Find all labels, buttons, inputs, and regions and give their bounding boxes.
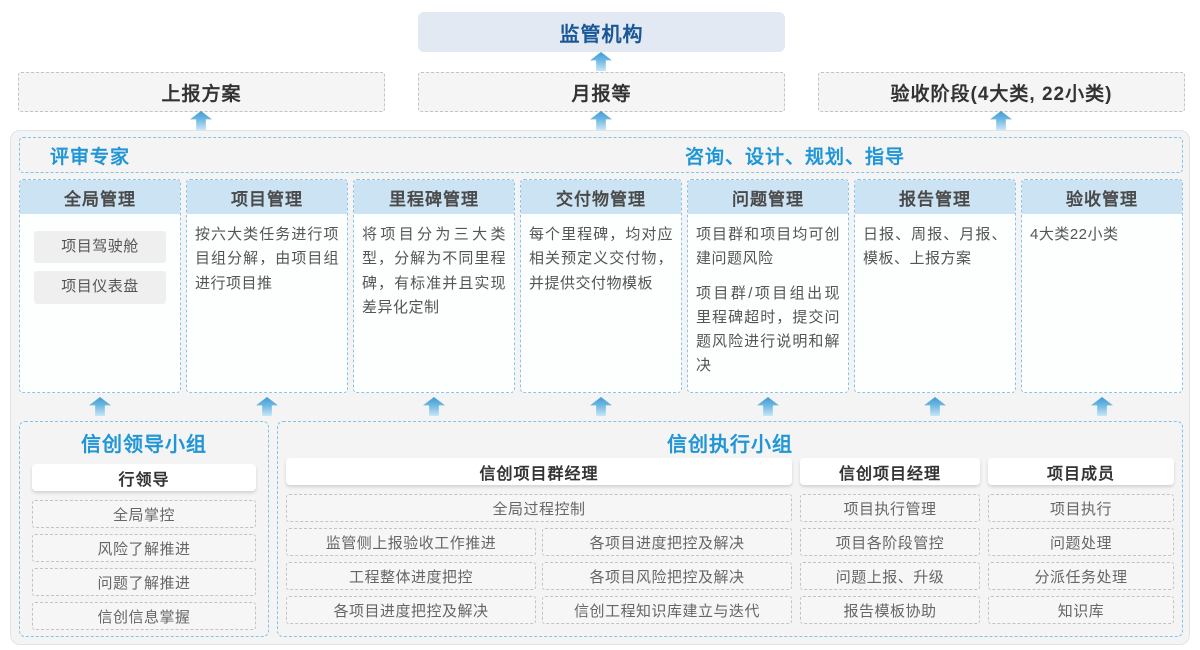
pgm-item: 各项目风险把控及解决: [542, 562, 792, 590]
up-arrow-icon: [256, 397, 278, 416]
up-arrow-icon: [1091, 397, 1113, 416]
main-panel: 评审专家 咨询、设计、规划、指导 全局管理 项目驾驶舱 项目仪表盘 项目管理 按…: [10, 130, 1190, 645]
column-body: 项目驾驶舱 项目仪表盘: [20, 214, 180, 392]
program-manager-column: 信创项目群经理 全局过程控制 监管侧上报验收工作推进 工程整体进度把控 各项目进…: [286, 458, 792, 636]
up-arrow-icon: [757, 397, 779, 416]
pgm-item: 信创工程知识库建立与迭代: [542, 596, 792, 624]
role-program-manager: 信创项目群经理: [286, 458, 792, 485]
pgm-item: 工程整体进度把控: [286, 562, 536, 590]
arrow-cell: [19, 397, 181, 417]
pgm-item: 各项目进度把控及解决: [542, 528, 792, 556]
up-arrow-icon: [423, 397, 445, 416]
column-title: 问题管理: [688, 180, 848, 214]
up-arrow-icon: [89, 397, 111, 416]
column-body: 将项目分为三大类型，分解为不同里程碑，有标准并且实现差异化定制: [354, 214, 514, 392]
report-plan-label: 上报方案: [161, 83, 242, 105]
column-paragraph: 每个里程碑，均对应相关预定义交付物，并提供交付物模板: [529, 226, 673, 292]
column-body: 按六大类任务进行项目组分解，由项目组进行项目推: [187, 214, 347, 392]
column-title: 里程碑管理: [354, 180, 514, 214]
column-paragraph: 日报、周报、月报、模板、上报方案: [863, 226, 1007, 268]
pgm-item-grid: 监管侧上报验收工作推进 工程整体进度把控 各项目进度把控及解决 各项目进度把控及…: [286, 528, 792, 624]
leader-item: 问题了解推进: [32, 568, 256, 596]
column-title: 报告管理: [855, 180, 1015, 214]
up-arrow-icon: [924, 397, 946, 416]
column-body: 4大类22小类: [1022, 214, 1182, 392]
acceptance-stage-label: 验收阶段(4大类, 22小类): [890, 83, 1113, 105]
column-deliverable-management: 交付物管理 每个里程碑，均对应相关预定义交付物，并提供交付物模板: [520, 179, 682, 393]
column-body: 项目群和项目均可创建问题风险 项目群/项目组出现里程碑超时，提交问题风险进行说明…: [688, 214, 848, 392]
arrow-cell: [186, 397, 348, 417]
experts-header-bar: 评审专家 咨询、设计、规划、指导: [19, 137, 1183, 173]
arrow-cell: [520, 397, 682, 417]
leader-group: 信创领导小组 行领导 全局掌控 风险了解推进 问题了解推进 信创信息掌握: [19, 421, 269, 637]
monthly-report-box: 月报等: [418, 72, 785, 112]
regulator-box: 监管机构: [418, 12, 785, 52]
regulator-label: 监管机构: [559, 23, 644, 46]
column-arrows-row: [19, 397, 1183, 417]
leader-item: 信创信息掌握: [32, 602, 256, 630]
consulting-design-label: 咨询、设计、规划、指导: [684, 146, 905, 168]
pm-item: 项目执行管理: [800, 494, 980, 522]
up-arrow-icon: [990, 111, 1012, 130]
column-milestone-management: 里程碑管理 将项目分为三大类型，分解为不同里程碑，有标准并且实现差异化定制: [353, 179, 515, 393]
column-issue-management: 问题管理 项目群和项目均可创建问题风险 项目群/项目组出现里程碑超时，提交问题风…: [687, 179, 849, 393]
leader-group-title: 信创领导小组: [81, 433, 207, 456]
member-item: 项目执行: [988, 494, 1174, 522]
column-report-management: 报告管理 日报、周报、月报、模板、上报方案: [854, 179, 1016, 393]
monthly-report-label: 月报等: [571, 83, 632, 105]
pgm-item: 各项目进度把控及解决: [286, 596, 536, 624]
column-acceptance-management: 验收管理 4大类22小类: [1021, 179, 1183, 393]
column-project-management: 项目管理 按六大类任务进行项目组分解，由项目组进行项目推: [186, 179, 348, 393]
pm-item: 项目各阶段管控: [800, 528, 980, 556]
arrow-cell: [854, 397, 1016, 417]
member-item: 分派任务处理: [988, 562, 1174, 590]
column-title: 验收管理: [1022, 180, 1182, 214]
arrow-cell: [353, 397, 515, 417]
column-global-management: 全局管理 项目驾驶舱 项目仪表盘: [19, 179, 181, 393]
role-project-manager: 信创项目经理: [800, 458, 980, 485]
up-arrow-icon: [190, 111, 212, 130]
up-arrow-icon: [590, 52, 612, 71]
role-project-member: 项目成员: [988, 458, 1174, 485]
column-title: 项目管理: [187, 180, 347, 214]
report-plan-box: 上报方案: [18, 72, 385, 112]
project-manager-column: 信创项目经理 项目执行管理 项目各阶段管控 问题上报、升级 报告模板协助: [800, 458, 980, 636]
arrow-cell: [1021, 397, 1183, 417]
chip-project-dashboard: 项目仪表盘: [34, 271, 166, 304]
execution-columns: 信创项目群经理 全局过程控制 监管侧上报验收工作推进 工程整体进度把控 各项目进…: [286, 458, 1174, 636]
review-experts-label: 评审专家: [50, 146, 131, 168]
up-arrow-icon: [590, 111, 612, 130]
column-title: 交付物管理: [521, 180, 681, 214]
chip-project-cockpit: 项目驾驶舱: [34, 231, 166, 264]
role-bank-leaders: 行领导: [32, 464, 256, 491]
leader-item: 风险了解推进: [32, 534, 256, 562]
capability-columns: 全局管理 项目驾驶舱 项目仪表盘 项目管理 按六大类任务进行项目组分解，由项目组…: [19, 179, 1183, 393]
acceptance-stage-box: 验收阶段(4大类, 22小类): [818, 72, 1185, 112]
column-body: 每个里程碑，均对应相关预定义交付物，并提供交付物模板: [521, 214, 681, 392]
pgm-item-full: 全局过程控制: [286, 494, 792, 522]
column-paragraph: 项目群和项目均可创建问题风险: [696, 226, 840, 268]
up-arrow-icon: [590, 397, 612, 416]
execution-group: 信创执行小组 信创项目群经理 全局过程控制 监管侧上报验收工作推进 工程整体进度…: [277, 421, 1183, 637]
pm-item: 问题上报、升级: [800, 562, 980, 590]
pgm-item: 监管侧上报验收工作推进: [286, 528, 536, 556]
column-title: 全局管理: [20, 180, 180, 214]
arrow-cell: [687, 397, 849, 417]
pgm-grid-right: 各项目进度把控及解决 各项目风险把控及解决 信创工程知识库建立与迭代: [542, 528, 792, 624]
column-paragraph: 项目群/项目组出现里程碑超时，提交问题风险进行说明和解决: [696, 284, 840, 375]
project-member-column: 项目成员 项目执行 问题处理 分派任务处理 知识库: [988, 458, 1174, 636]
column-paragraph: 按六大类任务进行项目组分解，由项目组进行项目推: [195, 226, 339, 292]
pgm-grid-left: 监管侧上报验收工作推进 工程整体进度把控 各项目进度把控及解决: [286, 528, 536, 624]
column-body: 日报、周报、月报、模板、上报方案: [855, 214, 1015, 392]
member-item: 问题处理: [988, 528, 1174, 556]
column-paragraph: 将项目分为三大类型，分解为不同里程碑，有标准并且实现差异化定制: [362, 226, 506, 316]
member-item: 知识库: [988, 596, 1174, 624]
column-paragraph: 4大类22小类: [1030, 226, 1119, 243]
leader-item: 全局掌控: [32, 500, 256, 528]
execution-group-title: 信创执行小组: [667, 433, 793, 456]
pm-item: 报告模板协助: [800, 596, 980, 624]
